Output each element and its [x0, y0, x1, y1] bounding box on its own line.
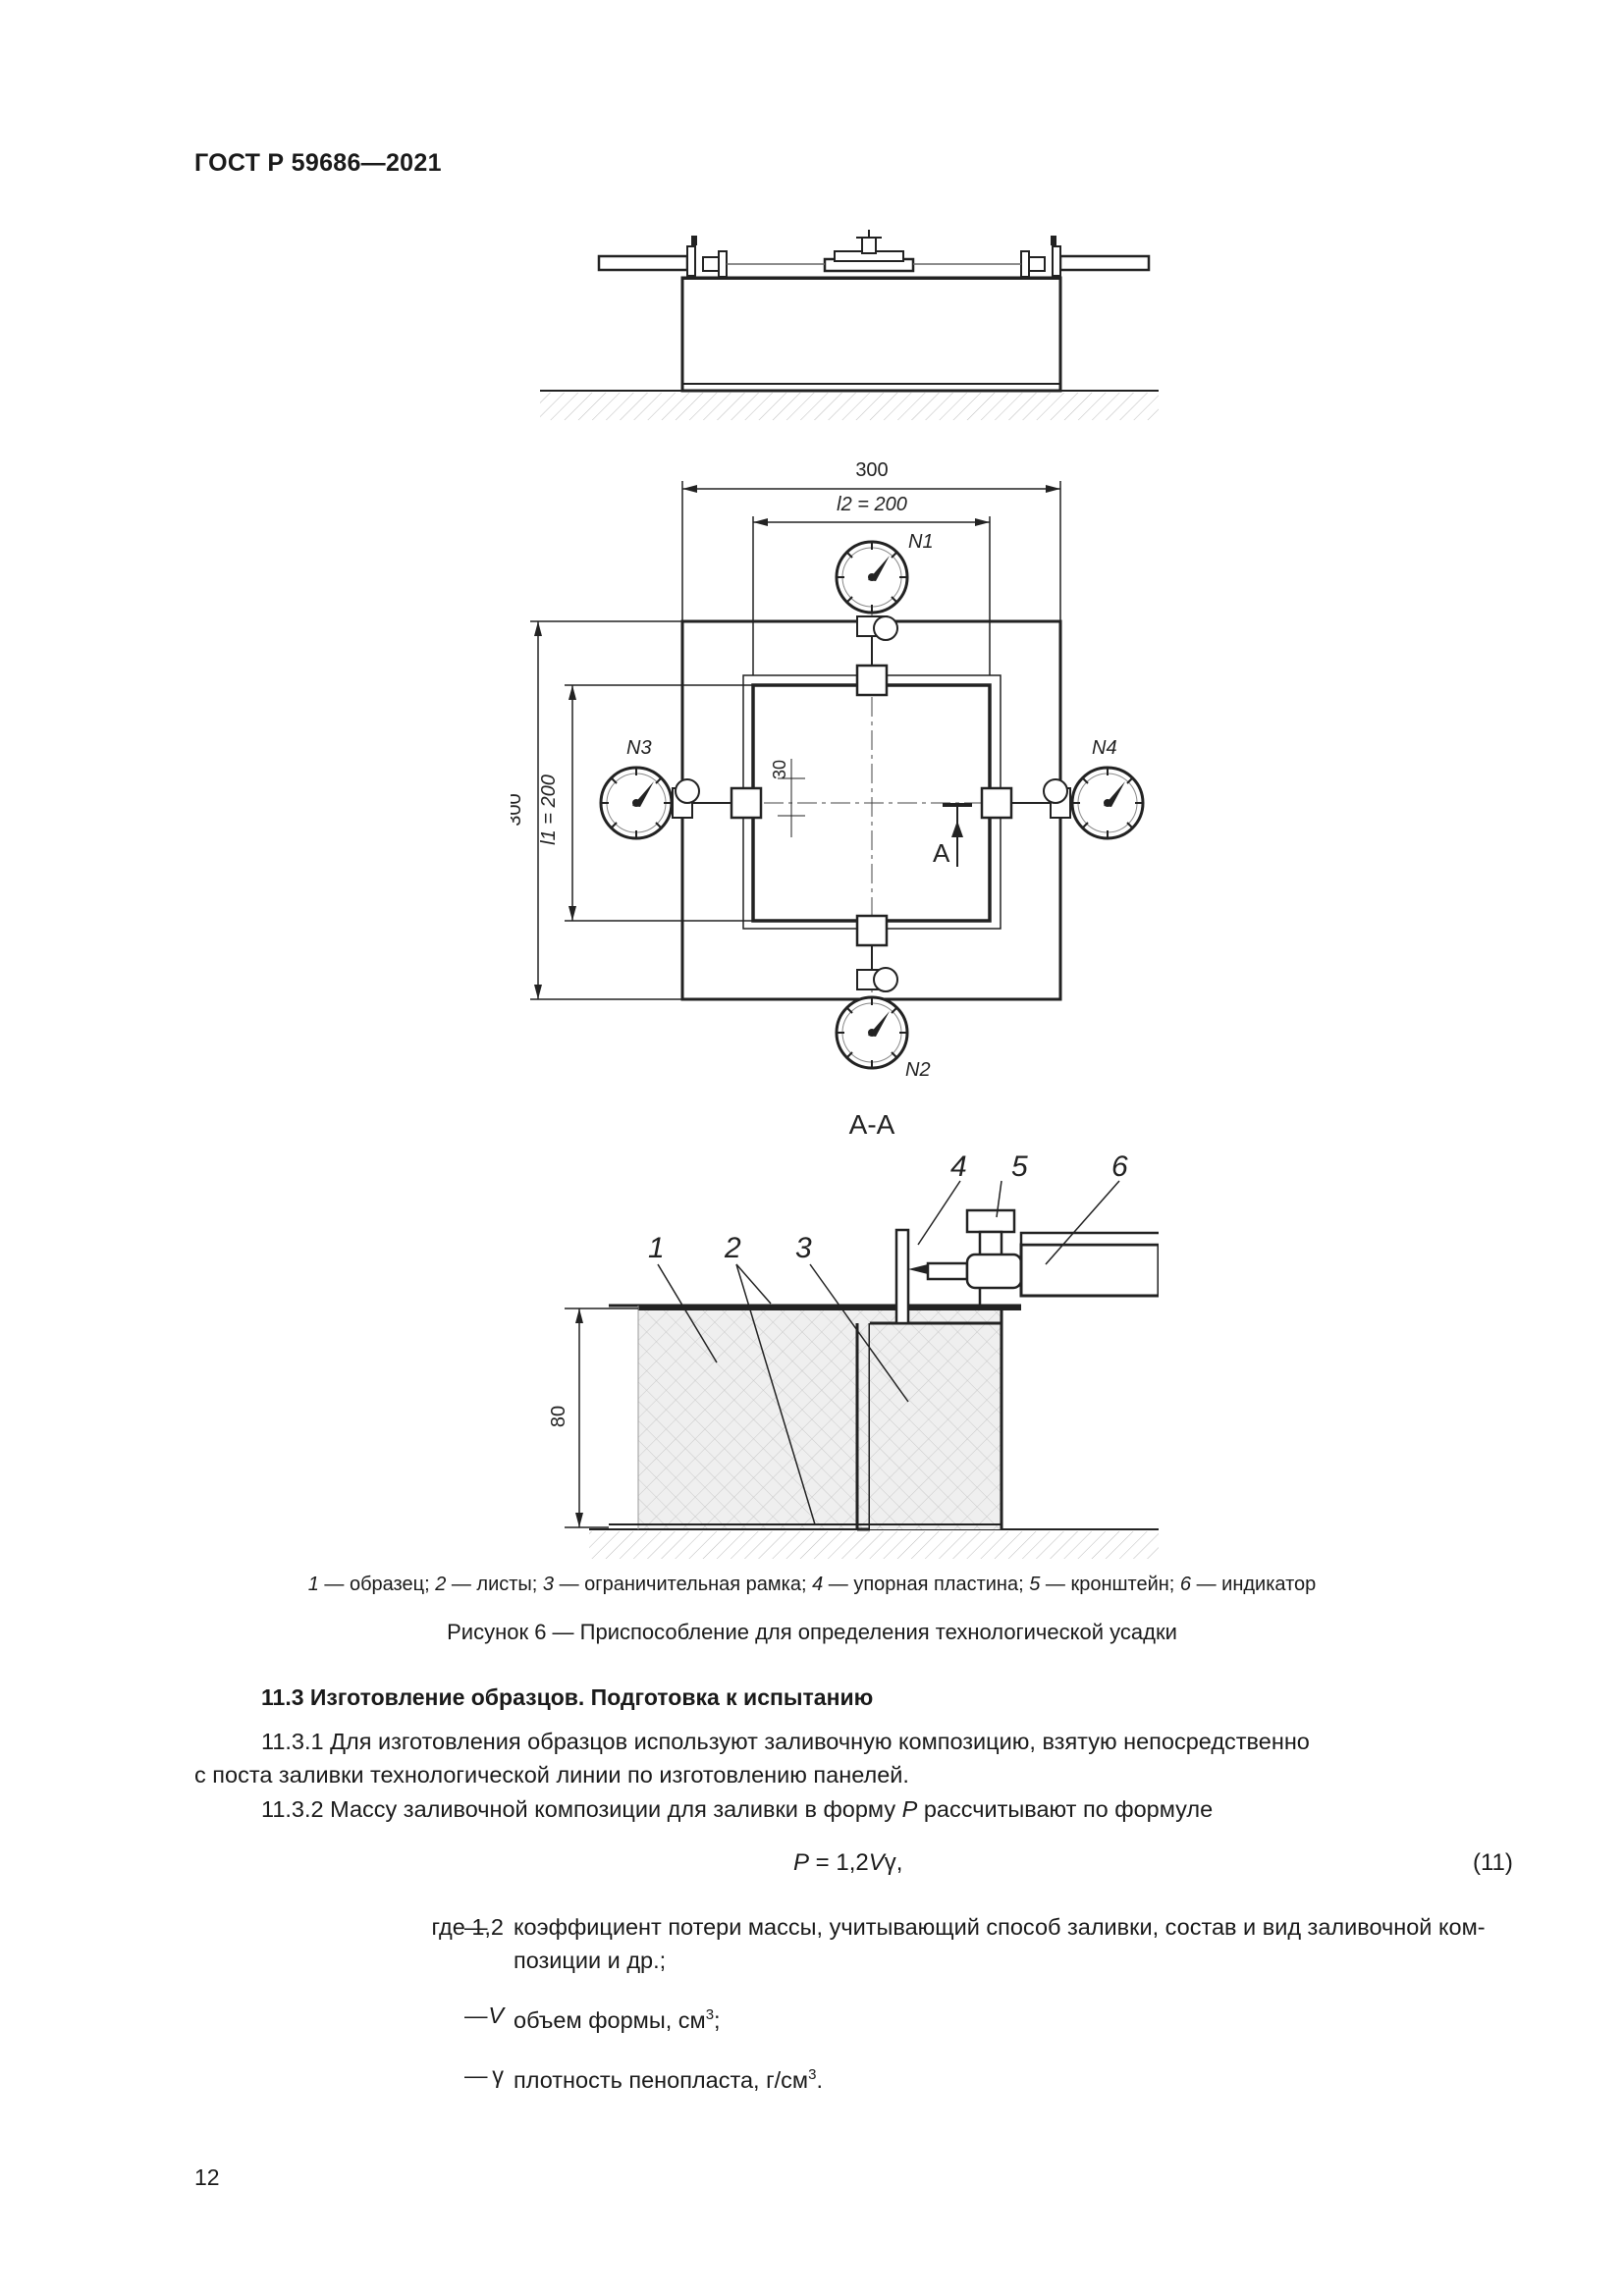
plan-view: 300 l2 = 200 300 l1 = 200 30: [511, 459, 1145, 1081]
definition-text-suffix: .: [816, 2066, 823, 2093]
dim-80: 80: [548, 1406, 569, 1427]
callout-4: 4: [950, 1150, 967, 1183]
p2-prefix: 11.3.2 Массу заливочной композиции для з…: [261, 1796, 902, 1822]
callout-5: 5: [1011, 1150, 1028, 1183]
definition-superscript: 3: [808, 2065, 817, 2083]
callout-2: 2: [724, 1232, 741, 1264]
gauge-label-n1: N1: [908, 531, 934, 553]
legend-text-3: — ограничительная рамка;: [554, 1574, 813, 1595]
definition-density: γ — плотность пенопласта, г/см3.: [194, 2058, 1520, 2097]
legend-text-4: — упорная пластина;: [823, 1574, 1030, 1595]
definition-term: γ: [492, 2061, 504, 2088]
definition-text: объем формы, см3;: [514, 1999, 1520, 2037]
formula-rhs-prefix: = 1,2: [809, 1849, 869, 1876]
callout-3: 3: [795, 1232, 812, 1264]
legend-num-2: 2: [435, 1574, 447, 1595]
paragraph-11-3-2: 11.3.2 Массу заливочной композиции для з…: [261, 1792, 1213, 1826]
definition-superscript: 3: [705, 2006, 715, 2023]
legend-num-4: 4: [812, 1574, 824, 1595]
definition-coefficient: где 1,2 — коэффициент потери массы, учит…: [194, 1910, 1520, 1977]
section-title: А-А: [849, 1109, 895, 1140]
section-view: 80 1 2 3 4 5 6: [548, 1150, 1159, 1559]
dim-l1: l1 = 200: [538, 774, 560, 845]
definition-text-prefix: плотность пенопласта, г/см: [514, 2066, 809, 2093]
p2-variable: P: [901, 1796, 918, 1822]
legend-num-1: 1: [307, 1574, 319, 1595]
gauge-label-n2: N2: [905, 1059, 931, 1081]
definition-text: плотность пенопласта, г/см3.: [514, 2058, 1520, 2097]
definition-text-suffix: ;: [714, 2006, 721, 2033]
definition-volume: V — объем формы, см3;: [194, 1999, 1520, 2037]
dim-300-left: 300: [511, 793, 525, 826]
formula-rhs-suffix: γ,: [884, 1849, 903, 1876]
section-mark-left: A: [933, 838, 950, 868]
legend-text-1: — образец;: [318, 1574, 436, 1595]
equation-number: (11): [1473, 1849, 1513, 1876]
legend-text-5: — кронштейн;: [1040, 1574, 1180, 1595]
figure-6-drawing: 300 l2 = 200 300 l1 = 200 30: [511, 230, 1159, 1559]
section-heading: 11.3 Изготовление образцов. Подготовка к…: [261, 1684, 874, 1710]
page-number: 12: [194, 2164, 220, 2190]
formula-lhs: P: [793, 1849, 810, 1876]
dim-l2: l2 = 200: [837, 494, 907, 515]
definitions-list: где 1,2 — коэффициент потери массы, учит…: [194, 1910, 1520, 2118]
definition-line: коэффициент потери массы, учитывающий сп…: [514, 1914, 1486, 1940]
gauge-label-n3: N3: [626, 737, 652, 759]
p2-suffix: рассчитывают по формуле: [917, 1796, 1214, 1822]
legend-num-5: 5: [1029, 1574, 1041, 1595]
figure-legend: 1 — образец; 2 — листы; 3 — ограничитель…: [0, 1574, 1624, 1596]
side-view: [540, 230, 1159, 420]
definition-line: позиции и др.;: [514, 1948, 667, 1973]
legend-text-6: — индикатор: [1191, 1574, 1317, 1595]
dim-300-top: 300: [855, 459, 888, 481]
definition-term: где 1,2: [431, 1914, 505, 1940]
gauge-label-n4: N4: [1092, 737, 1117, 759]
formula-11: P = 1,2Vγ,: [793, 1849, 902, 1877]
formula-rhs-var: V: [868, 1849, 885, 1876]
legend-num-3: 3: [542, 1574, 555, 1595]
definition-term: V: [488, 2002, 504, 2028]
paragraph-11-3-1-continued: с поста заливки технологической линии по…: [194, 1762, 909, 1788]
paragraph-11-3-1: 11.3.1 Для изготовления образцов использ…: [261, 1729, 1310, 1754]
figure-caption: Рисунок 6 — Приспособление для определен…: [447, 1620, 1177, 1644]
document-header: ГОСТ Р 59686—2021: [194, 149, 442, 177]
callout-6: 6: [1111, 1150, 1128, 1183]
definition-text-prefix: объем формы, см: [514, 2006, 706, 2033]
legend-text-2: — листы;: [446, 1574, 543, 1595]
dim-30: 30: [770, 760, 789, 779]
callout-1: 1: [648, 1232, 665, 1264]
definition-text: коэффициент потери массы, учитывающий сп…: [514, 1910, 1520, 1977]
legend-num-6: 6: [1179, 1574, 1192, 1595]
